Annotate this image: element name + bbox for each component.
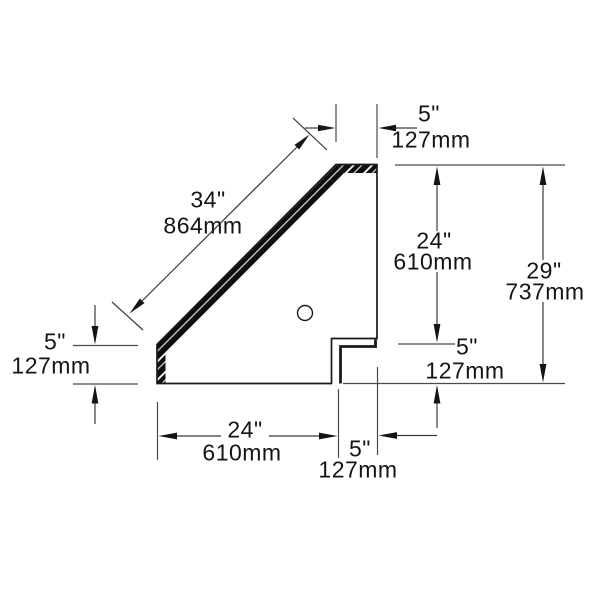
dim-step-width <box>378 432 437 439</box>
diagonal-inches-label: 34" <box>190 186 226 213</box>
step-width-metric-label: 127mm <box>318 456 398 483</box>
top-width-inches-label: 5" <box>418 100 440 127</box>
mounting-hole <box>296 304 314 322</box>
dim-right-height <box>433 166 441 343</box>
dim-left-height <box>91 305 99 424</box>
step-width-inches-label: 5" <box>349 435 371 462</box>
dim-top-width <box>305 124 417 132</box>
dim-bottom-width <box>158 432 338 440</box>
left-height-metric-label: 127mm <box>11 352 91 379</box>
overall-height-inches-label: 29" <box>526 257 562 284</box>
step-profile <box>339 339 377 384</box>
part-outline <box>156 163 378 385</box>
right-height-inches-label: 24" <box>416 227 452 254</box>
step-height-inches-label: 5" <box>456 333 478 360</box>
dim-step-height <box>433 385 441 428</box>
right-height-metric-label: 610mm <box>393 248 473 275</box>
hatched-face-band <box>156 164 377 384</box>
top-width-metric-label: 127mm <box>391 126 471 153</box>
diagonal-metric-label: 864mm <box>163 212 243 239</box>
bottom-width-inches-label: 24" <box>227 416 263 443</box>
dim-overall-height <box>539 166 547 383</box>
step-height-metric-label: 127mm <box>425 357 505 384</box>
extension-lines <box>73 104 565 460</box>
bottom-width-metric-label: 610mm <box>202 439 282 466</box>
dim-diagonal <box>111 117 328 331</box>
overall-height-metric-label: 737mm <box>505 278 585 305</box>
left-height-inches-label: 5" <box>44 328 66 355</box>
